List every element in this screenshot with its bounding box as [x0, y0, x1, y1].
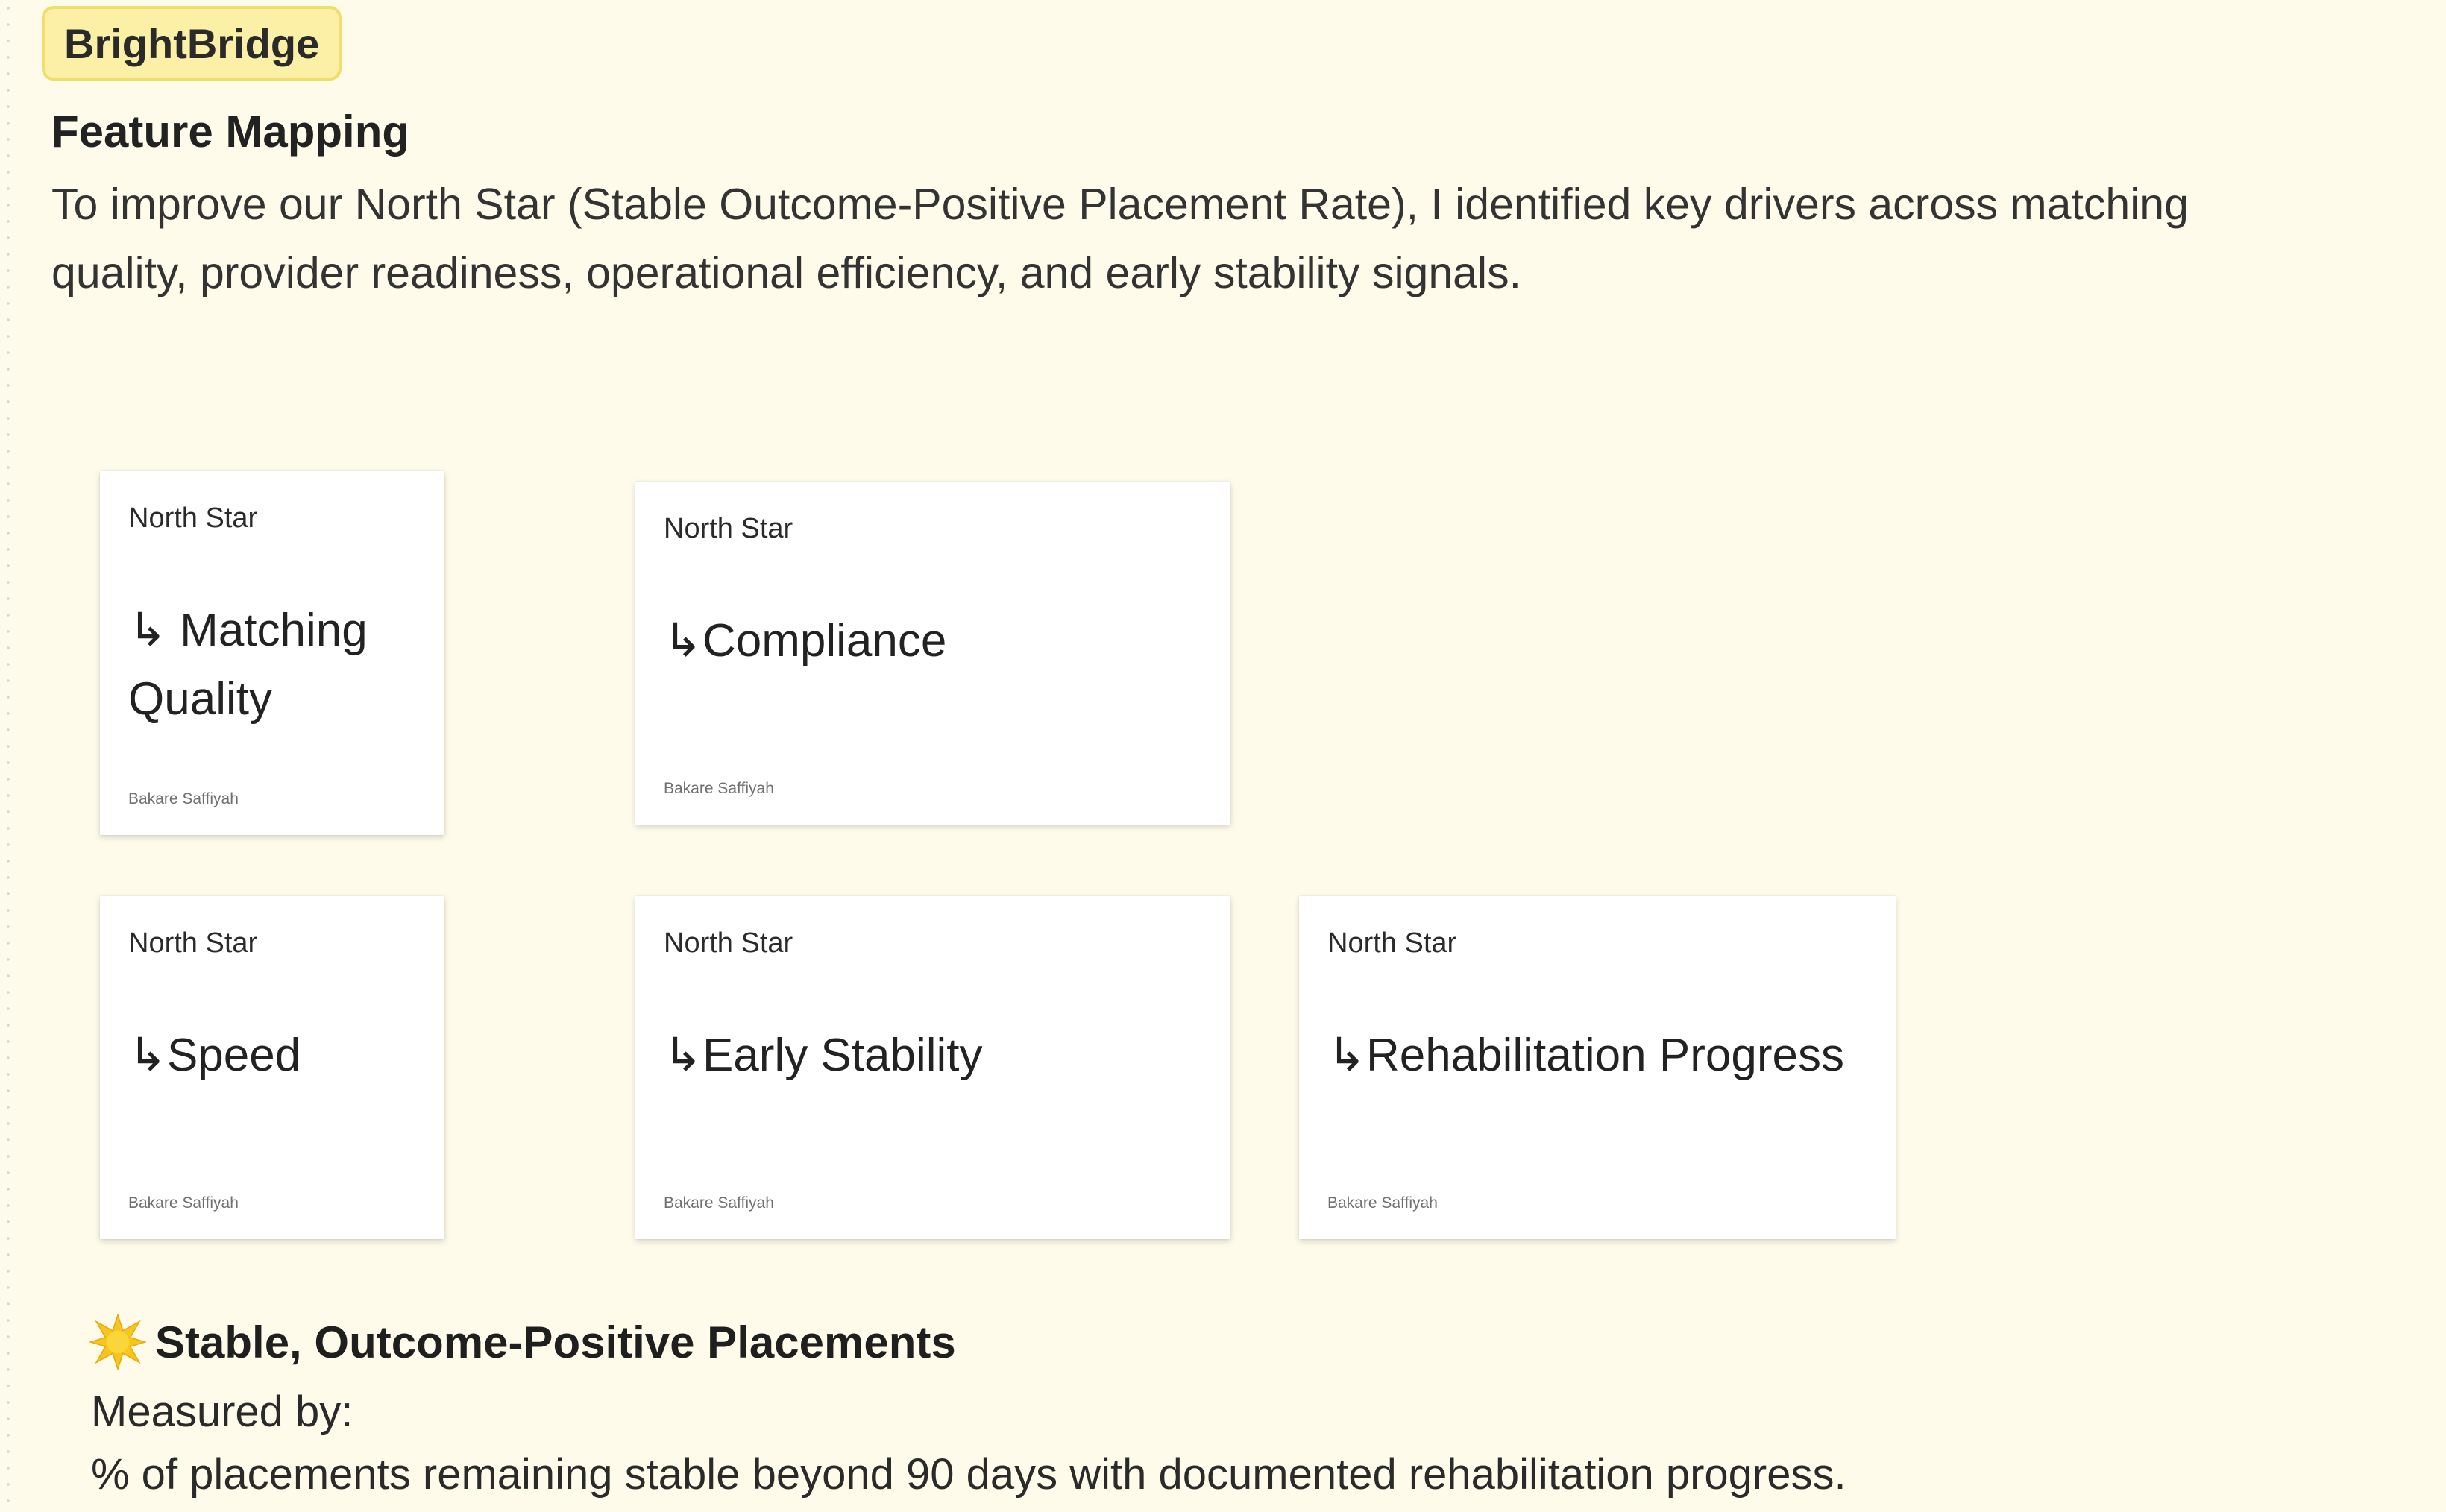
card-author: Bakare Saffiyah [664, 1194, 774, 1212]
metric-definition: % of placements remaining stable beyond … [91, 1450, 1846, 1499]
card-title: ↳Compliance [664, 615, 947, 667]
tag-label: BrightBridge [64, 19, 320, 67]
card-title: ↳ Matching Quality [128, 605, 368, 725]
card-title: ↳Early Stability [664, 1030, 983, 1081]
intro-paragraph: To improve our North Star (Stable Outcom… [51, 180, 2189, 297]
north-star-heading: Stable, Outcome-Positive Placements [89, 1314, 956, 1370]
sparkle-star-icon [89, 1314, 146, 1370]
card-author: Bakare Saffiyah [128, 790, 239, 807]
card-compliance[interactable]: North Star ↳Compliance Bakare Saffiyah [635, 482, 1230, 825]
feature-mapping-heading: Feature Mapping [51, 107, 410, 157]
card-rehabilitation-progress[interactable]: North Star ↳Rehabilitation Progress Baka… [1299, 896, 1896, 1239]
measured-by-label: Measured by: [91, 1387, 353, 1436]
card-title: ↳Rehabilitation Progress [1327, 1030, 1844, 1081]
card-kicker: North Star [664, 513, 793, 544]
card-kicker: North Star [128, 927, 258, 959]
card-kicker: North Star [664, 927, 793, 959]
brightbridge-tag[interactable]: BrightBridge [42, 6, 342, 81]
card-matching-quality[interactable]: North Star ↳ Matching Quality Bakare Saf… [100, 471, 444, 835]
card-early-stability[interactable]: North Star ↳Early Stability Bakare Saffi… [635, 896, 1230, 1239]
card-kicker: North Star [128, 503, 258, 534]
north-star-heading-text: Stable, Outcome-Positive Placements [155, 1317, 956, 1367]
card-speed[interactable]: North Star ↳Speed Bakare Saffiyah [100, 896, 444, 1239]
card-title: ↳Speed [128, 1030, 301, 1081]
card-author: Bakare Saffiyah [128, 1194, 239, 1212]
card-author: Bakare Saffiyah [1327, 1194, 1438, 1212]
card-author: Bakare Saffiyah [664, 780, 774, 797]
card-kicker: North Star [1327, 927, 1457, 959]
